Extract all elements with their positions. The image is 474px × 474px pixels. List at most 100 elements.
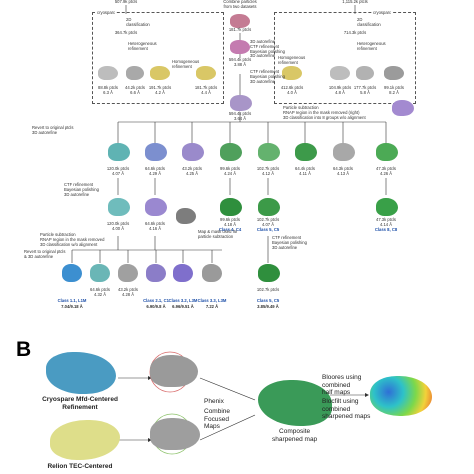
row1-count-8: 47.3k ptcls: [375, 166, 397, 171]
right-particles-count: 1,115.2k ptcls: [342, 0, 368, 4]
row3-final-res-7: 3.85/9.49 Å: [257, 304, 279, 309]
row2-class-5: Class 8, C8: [374, 227, 398, 232]
row1-res-4: 4.24 Å: [223, 171, 237, 176]
right-class-4-label: 99.1k ptcls 8.2 Å: [383, 85, 405, 95]
blocfilt-label: Blocfilt using combined sharpened maps: [322, 398, 371, 420]
row2-class-3: Class 4, C4: [218, 227, 242, 232]
row1-res-3: 4.25 Å: [185, 171, 199, 176]
row1-res-1: 4.07 Å: [111, 171, 125, 176]
row1-count-3: 43.2k ptcls: [181, 166, 203, 171]
row2-map-5: [376, 198, 398, 216]
row2-map-4: [258, 198, 280, 216]
row1-count-6: 64.4k ptcls: [294, 166, 316, 171]
row2-count-3: 99.6k ptcls: [219, 217, 241, 222]
row3-map-2: [90, 264, 110, 282]
right-homog-refinement: Homogeneous refinement: [278, 55, 306, 65]
left-class-3-map: [150, 66, 170, 80]
row2-res-2: 4.16 Å: [148, 226, 162, 231]
row3-class-4: Class 2.1, C1: [143, 298, 169, 303]
row1-map-5: [258, 143, 280, 161]
row3-final-res-4: 6.90/9.8 Å: [146, 304, 166, 309]
panel-b-letter: B: [16, 338, 32, 361]
center-step-3: Particle subtraction RNAP region in the …: [283, 105, 366, 120]
center-count-top: 181.7k ptcls: [228, 27, 252, 32]
right-cryosparc-tag: cryosparc: [372, 10, 393, 15]
center-step-2: CTF refinement Bayesian polishing 3D aut…: [250, 69, 285, 84]
row3-class-6: Class 3.3, L3M: [197, 298, 227, 303]
row1-count-7: 64.3k ptcls: [332, 166, 354, 171]
row2-res-5: 4.14 Å: [379, 222, 393, 227]
row2-map-3: [220, 198, 242, 216]
right-hetero-refinement: Heterogeneous refinement: [357, 41, 386, 51]
row2-res-4: 4.07 Å: [261, 222, 275, 227]
row3-map-6: [202, 264, 222, 282]
left-cryosparc-box: [92, 12, 224, 104]
row1-map-7: [333, 143, 355, 161]
row3-class-1: Class 1.1, L1M: [57, 298, 87, 303]
row1-map-6: [295, 143, 317, 161]
focused-map-bottom: [150, 418, 200, 450]
row3-res-3: 4.28 Å: [121, 292, 135, 297]
left-homog-refinement: Homogeneous refinement: [172, 59, 200, 69]
combine-particles-note: Combine particles from two datasets: [223, 0, 257, 9]
row1-res-5: 4.12 Å: [261, 171, 275, 176]
center-count-1: 594.4k ptcls 3.88 Å: [228, 57, 252, 67]
mfd-centered-map: [46, 352, 116, 394]
row1-map-2: [145, 143, 167, 161]
map-mask-note: Map & mask used for particle subtraction: [198, 229, 238, 239]
row1-count-1: 120.0k ptcls: [106, 166, 130, 171]
left-class-1-map: [98, 66, 118, 80]
center-map-1: [230, 14, 250, 28]
row3-res-2: 4.32 Å: [93, 292, 107, 297]
right-class-3-label: 177.7k ptcls 5.8 Å: [353, 85, 377, 95]
row3-class-7: Class 5, C5: [256, 298, 280, 303]
right-cryosparc-box: [274, 12, 416, 104]
right-class-2-label: 104.9k ptcls 4.8 Å: [328, 85, 352, 95]
row3-count-7: 102.7k ptcls: [256, 287, 280, 292]
left-2d-classification: 2D classification: [126, 17, 150, 27]
center-step-1: 3D autorefine CTF refinement Bayesian po…: [250, 39, 285, 59]
composite-map: [258, 380, 332, 426]
tec-centered-label: Relion TEC-Centered: [47, 463, 113, 470]
row2-map-1: [108, 198, 130, 216]
row3-count-3: 43.2k ptcls: [117, 287, 139, 292]
right-class-1-map: [282, 66, 302, 80]
left-class-2-label: 44.2k ptcls 6.6 Å: [124, 85, 146, 95]
row3-final-res-5: 6.96/9.51 Å: [172, 304, 194, 309]
left-class-4-map: [196, 66, 216, 80]
row1-count-2: 64.6k ptcls: [144, 166, 166, 171]
left-2d-count: 364.7k ptcls: [114, 30, 138, 35]
row1-map-1: [108, 143, 130, 161]
row1-map-8: [376, 143, 398, 161]
row3-map-7: [258, 264, 280, 282]
phenix-label: Phenix: [204, 398, 224, 405]
row2-count-2: 64.6k ptcls: [144, 221, 166, 226]
row1-count-5: 102.7k ptcls: [256, 166, 280, 171]
left-class-1-label: 88.8k ptcls 6.3 Å: [97, 85, 119, 95]
right-class-2-map: [330, 66, 350, 80]
row2-res-3: 4.18 Å: [223, 222, 237, 227]
row2-class-4: Class 5, C5: [256, 227, 280, 232]
left-class-3-label: 191.7k ptcls 4.2 Å: [148, 85, 172, 95]
row3-map-4: [146, 264, 166, 282]
right-class-1-label: 412.6k ptcls 4.0 Å: [280, 85, 304, 95]
row3-map-5: [173, 264, 193, 282]
bloores-label: Bloores using combined half maps: [322, 374, 362, 396]
row2-count-1: 120.0k ptcls: [106, 221, 130, 226]
left-hetero-refinement: Heterogeneous refinement: [128, 41, 157, 51]
revert-note-1: Revert to original ptcls 3D autorefine: [32, 125, 74, 135]
focused-map-top: [150, 355, 198, 387]
row1-res-7: 4.13 Å: [336, 171, 350, 176]
row3-map-3: [118, 264, 138, 282]
left-class-4-label: 181.7k ptcls 4.4 Å: [194, 85, 218, 95]
mfd-centered-label: Cryospare Mfd-Centered Refinement: [42, 396, 118, 411]
row3-final-res-1: 7.04/9.18 Å: [61, 304, 83, 309]
row1-res-8: 4.26 Å: [379, 171, 393, 176]
right-class-4-map: [384, 66, 404, 80]
mask-map: [392, 100, 414, 116]
left-particles-count: 507.9k ptcls: [114, 0, 138, 4]
row1-res-2: 4.29 Å: [148, 171, 162, 176]
ctf-step-row3: CTF refinement Bayesian polishing 3D aut…: [272, 235, 307, 250]
subtraction-step-2: Particle subtraction RNAP region in the …: [40, 232, 105, 247]
ctf-step-row2: CTF refinement Bayesian polishing 3D aut…: [64, 182, 99, 197]
